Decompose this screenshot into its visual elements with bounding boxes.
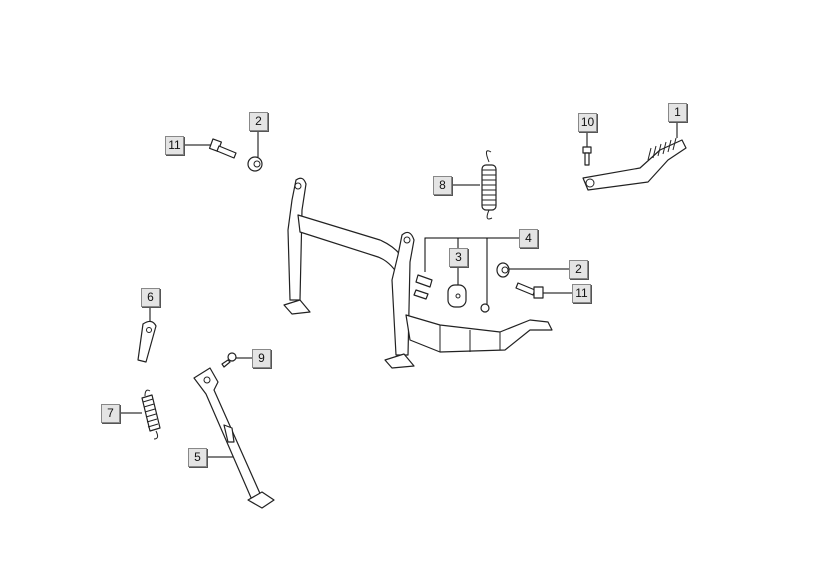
callout-2-top[interactable]: 2: [249, 112, 268, 131]
callout-2-right[interactable]: 2: [569, 260, 588, 279]
spring-8: [481, 150, 497, 220]
bolt-9: [221, 352, 237, 368]
callout-11-top[interactable]: 11: [165, 136, 184, 155]
callout-1[interactable]: 1: [668, 103, 687, 122]
callout-6[interactable]: 6: [141, 288, 160, 307]
callout-8[interactable]: 8: [433, 176, 452, 195]
kick-lever: [582, 137, 687, 191]
callout-5[interactable]: 5: [188, 448, 207, 467]
callout-10[interactable]: 10: [578, 113, 597, 132]
stopper-parts: [413, 274, 490, 313]
spring-7: [141, 389, 161, 440]
main-stand: [283, 177, 553, 369]
bolt-11-top: [208, 138, 237, 159]
side-stand-5: [193, 367, 275, 509]
leader-lines: [119, 121, 678, 458]
bracket-6: [137, 320, 157, 363]
bolt-10: [582, 146, 592, 166]
bolt-11-right: [515, 282, 544, 299]
collar-2-right: [496, 262, 510, 278]
callout-7[interactable]: 7: [101, 404, 120, 423]
callout-11-right[interactable]: 11: [572, 284, 591, 303]
callout-3[interactable]: 3: [449, 248, 468, 267]
callout-9[interactable]: 9: [252, 349, 271, 368]
callout-4[interactable]: 4: [519, 229, 538, 248]
collar-2-top: [247, 156, 263, 172]
